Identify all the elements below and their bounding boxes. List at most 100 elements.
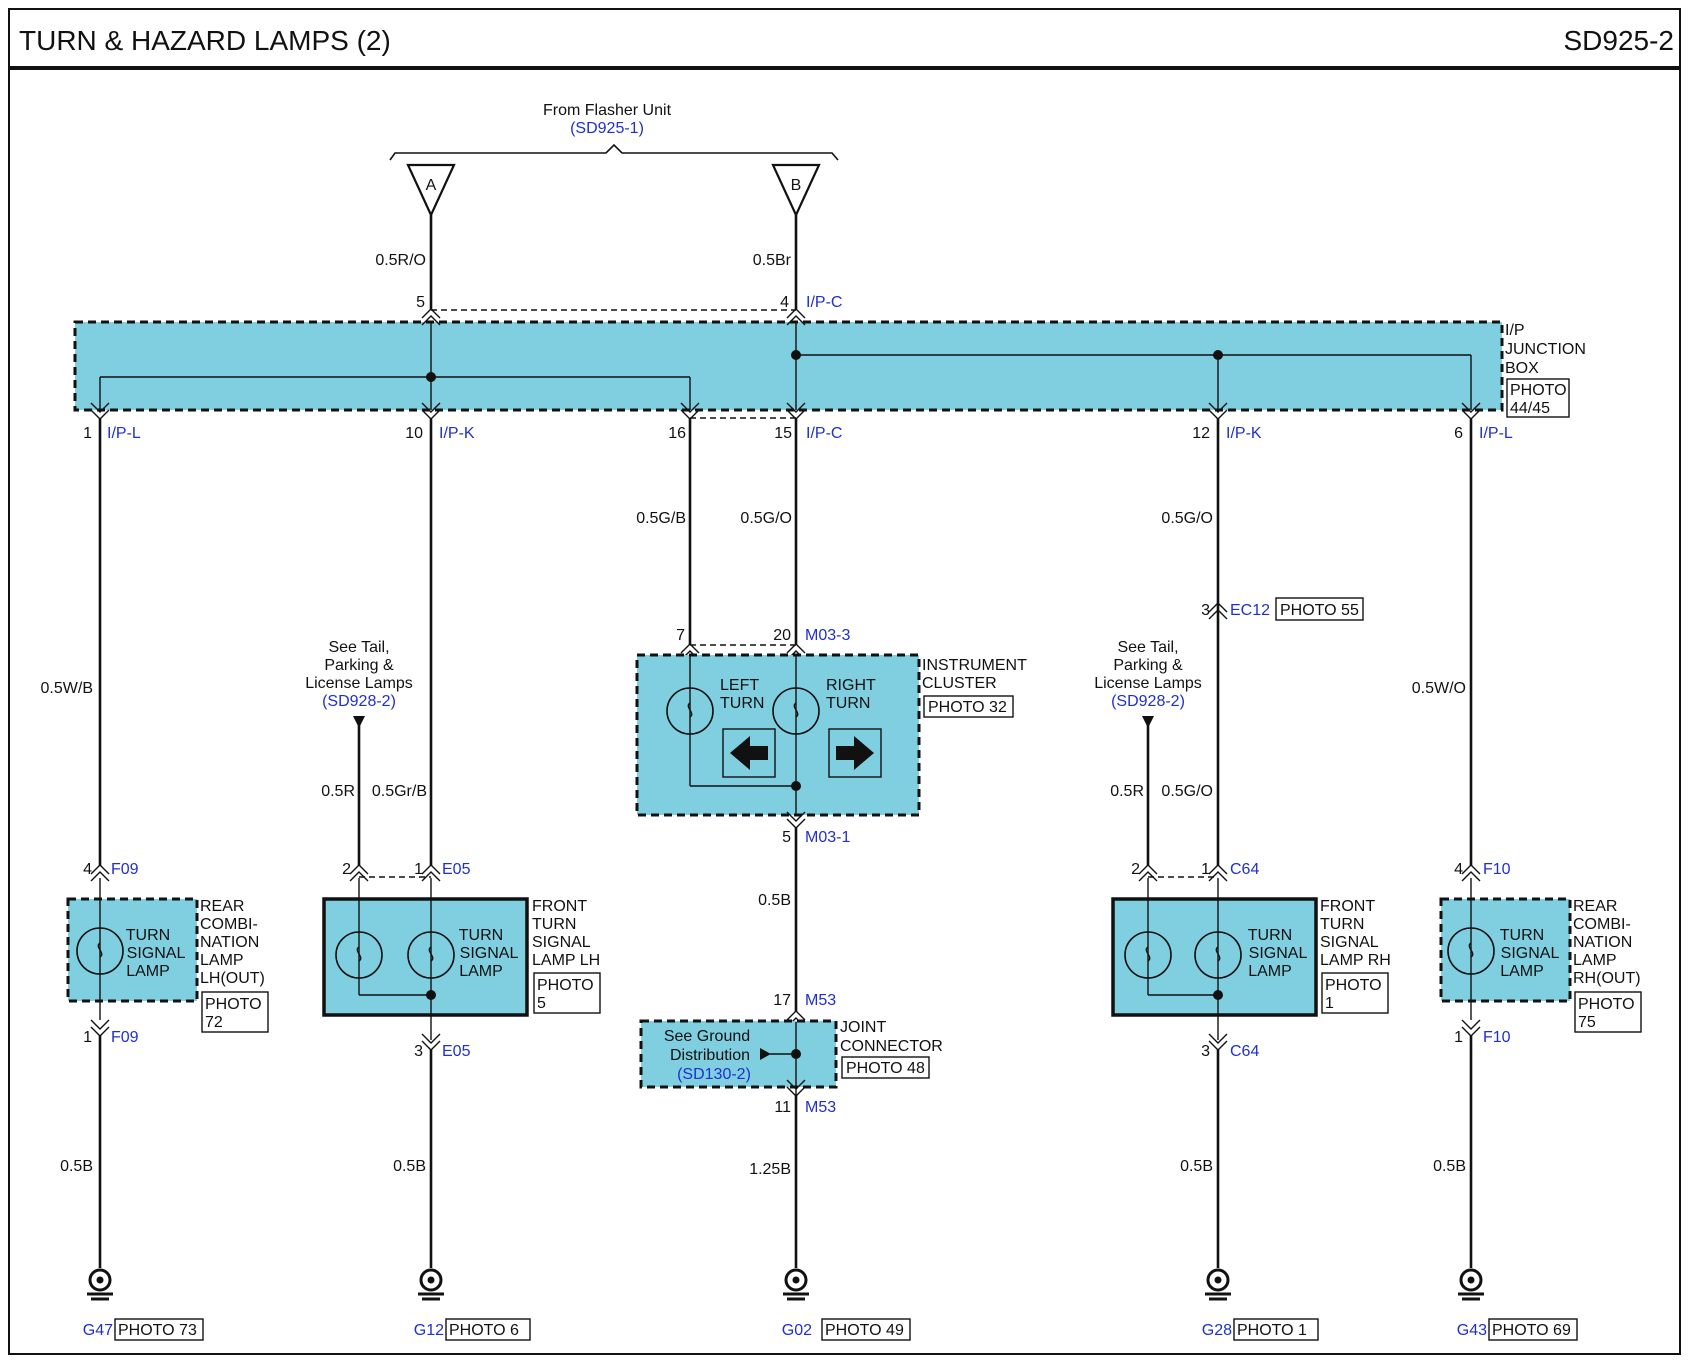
wire-label-br: 0.5Br (753, 252, 792, 269)
e05-top-conn: E05 (442, 861, 471, 878)
front-lh-lamp-1: TURN (459, 927, 503, 944)
jb-conn-10: I/P-K (439, 425, 475, 442)
jb-conn-15: I/P-C (806, 425, 842, 442)
tail-right-ref[interactable]: (SD928-2) (1111, 693, 1185, 710)
wire-label-b-m03: 0.5B (758, 892, 791, 909)
jb-label-3: BOX (1505, 360, 1539, 377)
cluster-right-1: RIGHT (826, 677, 876, 694)
jb-top-conn: I/P-C (806, 294, 842, 311)
flasher-label: From Flasher Unit (543, 102, 672, 119)
m53-top-conn: M53 (805, 992, 836, 1009)
ground-photo-g43[interactable]: PHOTO 69 (1492, 1322, 1571, 1339)
jb-conn-1: I/P-L (107, 425, 141, 442)
rear-rh-photo-2[interactable]: 75 (1578, 1014, 1596, 1031)
rear-lh-photo-box (201, 991, 269, 1033)
ground-photo-g02[interactable]: PHOTO 49 (825, 1322, 904, 1339)
wire-label-b-g12: 0.5B (393, 1158, 426, 1175)
ground-id-g43: G43 (1457, 1322, 1487, 1339)
jb-photo-2[interactable]: 44/45 (1510, 400, 1550, 417)
rear-lh-name-3: NATION (200, 934, 259, 951)
wire-label-b-g47: 0.5B (60, 1158, 93, 1175)
rear-rh-name-1: REAR (1573, 898, 1617, 915)
ground-photo-g47[interactable]: PHOTO 73 (118, 1322, 197, 1339)
ground-icon-g12 (416, 1268, 446, 1301)
tail-right-1: See Tail, (1117, 639, 1178, 656)
front-lh-lamp-2: SIGNAL (460, 945, 519, 962)
joint-node (791, 1049, 801, 1059)
c64-pin-2: 2 (1131, 861, 1140, 878)
rear-lh-photo-1[interactable]: PHOTO (205, 996, 262, 1013)
ec12-photo[interactable]: PHOTO 55 (1280, 602, 1359, 619)
terminal-b-label: B (791, 177, 802, 194)
rear-rh-lamp-box (1439, 897, 1572, 1003)
ground-photo-box-g12 (445, 1318, 531, 1341)
junction-box (73, 320, 1504, 412)
joint-ground-2: Distribution (670, 1047, 750, 1064)
wire-label-b-g43: 0.5B (1433, 1158, 1466, 1175)
front-rh-photo-box (1321, 972, 1389, 1014)
front-lh-name-2: TURN (532, 916, 576, 933)
rear-lh-photo-2[interactable]: 72 (205, 1014, 223, 1031)
tail-right-arrow-icon (1142, 716, 1154, 728)
front-lh-photo-1[interactable]: PHOTO (537, 977, 594, 994)
flasher-ref[interactable]: (SD925-1) (570, 120, 644, 137)
wire-label-go-right: 0.5G/O (1161, 510, 1213, 527)
jb-conn-6: I/P-L (1479, 425, 1513, 442)
front-lh-name-3: SIGNAL (532, 934, 591, 951)
rear-rh-name-4: LAMP (1573, 952, 1617, 969)
ground-id-g28: G28 (1202, 1322, 1232, 1339)
wire-label-wo: 0.5W/O (1412, 680, 1466, 697)
page-title: TURN & HAZARD LAMPS (2) (19, 25, 391, 56)
wire-label-go-c64: 0.5G/O (1161, 783, 1213, 800)
joint-ground-1: See Ground (664, 1028, 750, 1045)
e05-pin-2: 2 (342, 861, 351, 878)
tail-right-2: Parking & (1113, 657, 1183, 674)
front-lh-photo-2[interactable]: 5 (537, 995, 546, 1012)
joint-name-1: JOINT (840, 1019, 886, 1036)
rear-rh-photo-box (1574, 991, 1642, 1033)
jb-pin-16: 16 (668, 425, 686, 442)
wire-label-ro: 0.5R/O (375, 252, 426, 269)
ec12-conn: EC12 (1230, 602, 1270, 619)
rear-rh-lamp-1: TURN (1500, 927, 1544, 944)
jb-pin-15: 15 (774, 425, 792, 442)
ground-id-g47: G47 (83, 1322, 113, 1339)
front-rh-node (1213, 990, 1223, 1000)
tail-left-3: License Lamps (305, 675, 413, 692)
jb-top-pin-4: 4 (780, 294, 789, 311)
ground-photo-g12[interactable]: PHOTO 6 (449, 1322, 519, 1339)
ground-icon-g43 (1456, 1268, 1486, 1301)
m53-pin-17: 17 (773, 992, 791, 1009)
jb-node-right-b (791, 350, 801, 360)
ec12-pin: 3 (1201, 602, 1210, 619)
jb-conn-12: I/P-K (1226, 425, 1262, 442)
joint-connector-box (639, 1019, 838, 1089)
jb-pin-10: 10 (405, 425, 423, 442)
front-rh-photo-2[interactable]: 1 (1325, 995, 1334, 1012)
front-lh-lamp-box (322, 897, 529, 1017)
tail-left-arrow-icon (353, 716, 365, 728)
rear-rh-lamp-3: LAMP (1500, 963, 1544, 980)
joint-photo[interactable]: PHOTO 48 (846, 1060, 925, 1077)
jb-photo-1[interactable]: PHOTO (1510, 382, 1567, 399)
joint-ground-arrow-icon (760, 1048, 771, 1060)
jb-label-1: I/P (1505, 322, 1525, 339)
cluster-name-1: INSTRUMENT (922, 657, 1027, 674)
ground-photo-g28[interactable]: PHOTO 1 (1237, 1322, 1307, 1339)
front-rh-photo-1[interactable]: PHOTO (1325, 977, 1382, 994)
front-rh-name-2: TURN (1320, 916, 1364, 933)
tail-left-ref[interactable]: (SD928-2) (322, 693, 396, 710)
front-rh-name-3: SIGNAL (1320, 934, 1379, 951)
cluster-photo[interactable]: PHOTO 32 (928, 699, 1007, 716)
c64-top-conn: C64 (1230, 861, 1259, 878)
rear-lh-lamp-1: TURN (126, 927, 170, 944)
front-lh-name-4: LAMP LH (532, 952, 600, 969)
ground-photo-box-g02 (821, 1318, 911, 1341)
cluster-right-2: TURN (826, 695, 870, 712)
joint-ground-ref[interactable]: (SD130-2) (677, 1066, 751, 1083)
joint-photo-box (841, 1056, 930, 1079)
wire-label-go-mid: 0.5G/O (740, 510, 792, 527)
rear-rh-photo-1[interactable]: PHOTO (1578, 996, 1635, 1013)
rear-rh-name-2: COMBI- (1573, 916, 1631, 933)
